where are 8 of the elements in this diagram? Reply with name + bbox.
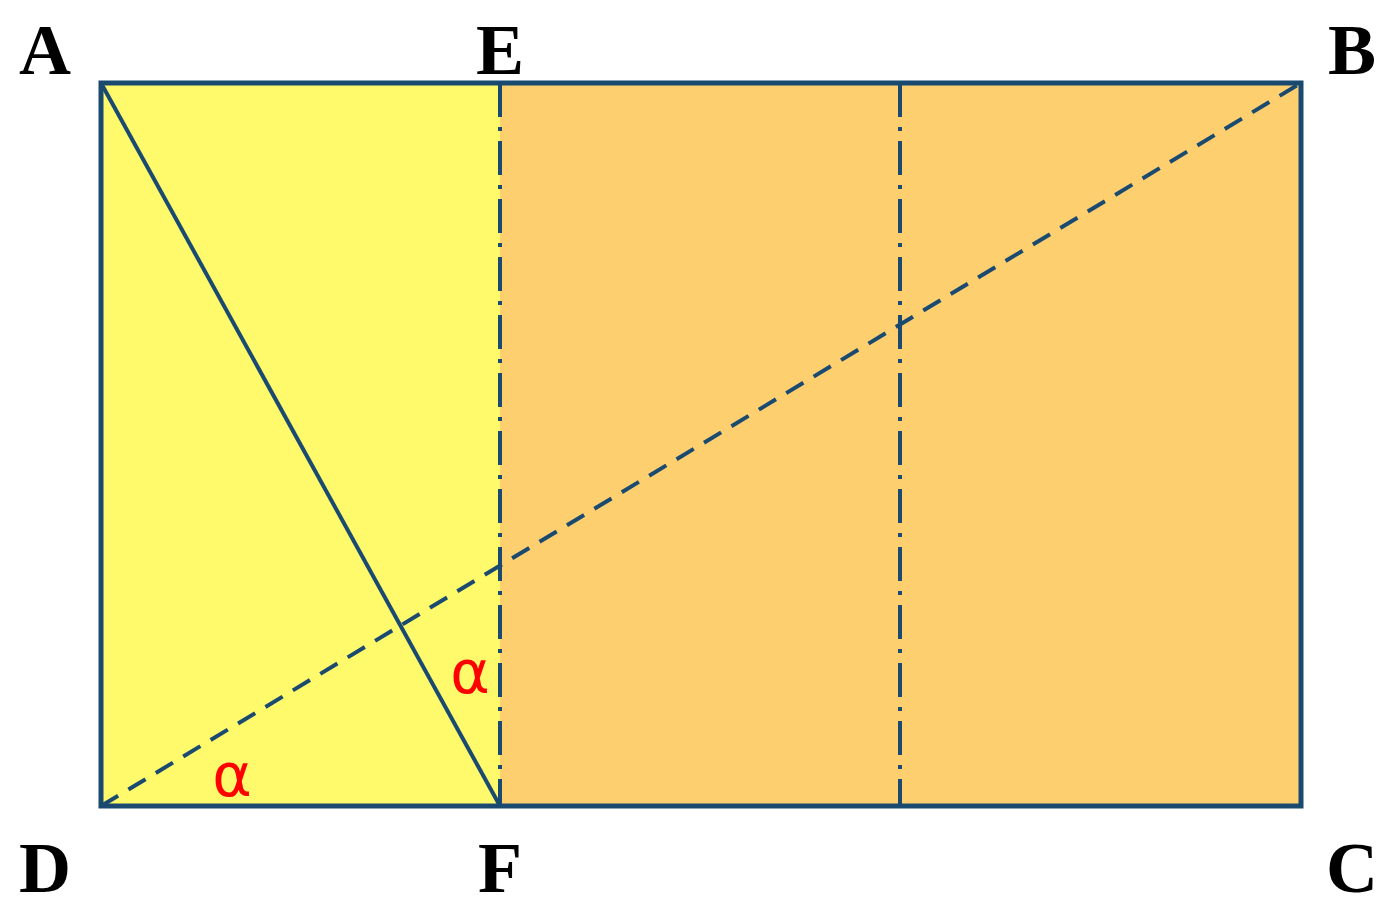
- vertex-label: F: [478, 832, 522, 904]
- vertex-label: D: [19, 832, 71, 904]
- angle-label: α: [212, 745, 252, 805]
- vertex-label: E: [476, 14, 524, 86]
- angle-label: α: [450, 642, 490, 702]
- vertex-label: C: [1326, 832, 1378, 904]
- vertex-label: A: [19, 14, 71, 86]
- vertex-label: B: [1328, 14, 1376, 86]
